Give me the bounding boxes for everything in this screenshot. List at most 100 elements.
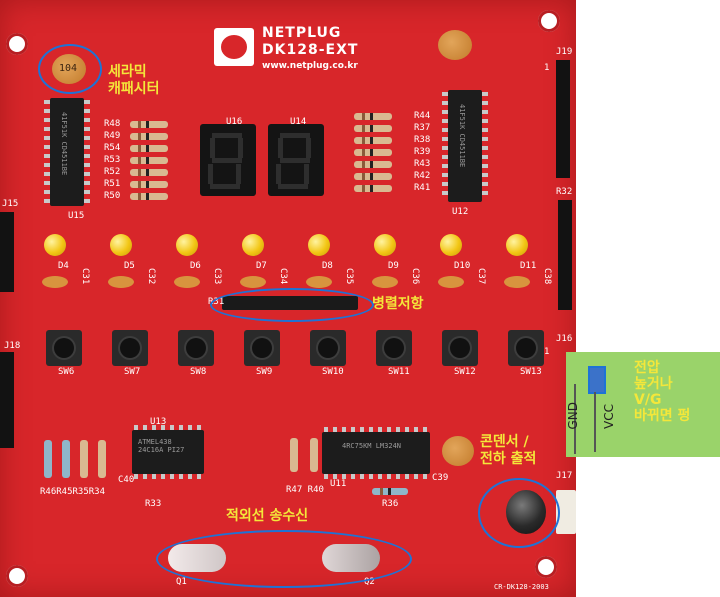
- cap-label: C31: [80, 268, 90, 285]
- resistor-r36: [372, 488, 408, 495]
- push-button: [376, 330, 412, 366]
- resistor: [354, 113, 392, 120]
- led-label: D7: [256, 261, 267, 271]
- switch-label: SW12: [454, 367, 476, 377]
- label-j17: J17: [556, 471, 573, 481]
- switch-label: SW6: [58, 367, 75, 377]
- push-button-cap: [252, 338, 272, 358]
- resistor: [310, 438, 318, 472]
- resistor: [130, 157, 168, 164]
- resistor-label: R43: [414, 159, 431, 169]
- yellow-led: [308, 234, 330, 256]
- resistor-label: R53: [104, 155, 121, 165]
- resistor: [354, 137, 392, 144]
- resistor: [130, 145, 168, 152]
- pin-one-marker: 1: [544, 347, 550, 357]
- resistor: [98, 440, 106, 478]
- led-label: D6: [190, 261, 201, 271]
- label-j19: J19: [556, 47, 573, 57]
- ceramic-capacitor: [438, 30, 472, 60]
- label-c39: C39: [432, 473, 449, 483]
- yellow-led: [44, 234, 66, 256]
- vcc-label: VCC: [602, 404, 616, 429]
- label-j18: J18: [4, 341, 21, 351]
- chip-marking: ATMEL438 24C16A PI27: [138, 438, 185, 455]
- ic-pins: [44, 100, 50, 204]
- label-r47-r40: R47 R40: [286, 485, 324, 495]
- annotation-parallel-resistor: 병렬저항: [372, 296, 424, 312]
- ceramic-capacitor: [372, 276, 398, 288]
- seven-segment-display-u14: [268, 124, 324, 196]
- cap-label: C33: [212, 268, 222, 285]
- voltage-warning-panel: GND VCC 전압 높거나 V/G 바뀌면 펑: [566, 352, 720, 457]
- cap-label: C36: [410, 268, 420, 285]
- resistor-label: R49: [104, 131, 121, 141]
- annotation-ceramic-capacitor: 세라믹 캐패시터: [108, 64, 160, 97]
- switch-label: SW7: [124, 367, 141, 377]
- label-u13: U13: [150, 417, 167, 427]
- label-r33: R33: [145, 499, 162, 509]
- pin-header-j18: [0, 352, 14, 448]
- board-revision: CR-DK128-2003: [494, 583, 549, 591]
- label-r36: R36: [382, 499, 399, 509]
- resistor: [354, 125, 392, 132]
- label-u16: U16: [226, 117, 243, 127]
- push-button-cap: [384, 338, 404, 358]
- annotation-ring-infrared: [156, 530, 412, 588]
- cap-label: C35: [344, 268, 354, 285]
- resistor-label: R41: [414, 183, 431, 193]
- ceramic-capacitor: [306, 276, 332, 288]
- ceramic-capacitor: [42, 276, 68, 288]
- annotation-condenser: 콘덴서 / 전하 출적: [480, 434, 537, 467]
- ic-pins: [324, 474, 428, 479]
- cap-label: C38: [542, 268, 552, 285]
- ic-pins: [134, 425, 202, 430]
- led-label: D8: [322, 261, 333, 271]
- push-button: [442, 330, 478, 366]
- ic-pins: [84, 100, 90, 204]
- mounting-hole: [6, 33, 28, 55]
- lead-line: [574, 384, 576, 454]
- resistor: [354, 173, 392, 180]
- label-q1: Q1: [176, 577, 187, 587]
- switch-label: SW8: [190, 367, 207, 377]
- cap-label: C32: [146, 268, 156, 285]
- annotation-infrared: 적외선 송수신: [226, 508, 309, 524]
- chip-marking: 4RC75KM LM324N: [342, 442, 402, 450]
- ic-pins: [134, 474, 202, 479]
- resistor: [354, 149, 392, 156]
- ceramic-capacitor: [504, 276, 530, 288]
- push-button-cap: [54, 338, 74, 358]
- label-u15: U15: [68, 211, 85, 221]
- label-u14: U14: [290, 117, 307, 127]
- yellow-led: [176, 234, 198, 256]
- resistor-label: R42: [414, 171, 431, 181]
- ic-pins: [324, 427, 428, 432]
- ic-u13: ATMEL438 24C16A PI27: [132, 430, 204, 474]
- resistor-label: R52: [104, 167, 121, 177]
- gnd-label: GND: [566, 402, 580, 430]
- brand-name: NETPLUG: [262, 25, 342, 41]
- annotation-ring-parallel: [210, 288, 374, 322]
- annotation-ring-ceramic: [38, 44, 102, 94]
- led-label: D4: [58, 261, 69, 271]
- resistor: [290, 438, 298, 472]
- push-button: [178, 330, 214, 366]
- push-button: [508, 330, 544, 366]
- netplug-logo: [214, 28, 254, 66]
- pin-one-marker: 1: [544, 63, 550, 73]
- pin-header-j19: [556, 60, 570, 178]
- board-model: DK128-EXT: [262, 42, 359, 58]
- label-j15: J15: [2, 199, 19, 209]
- ic-u11: 4RC75KM LM324N: [322, 432, 430, 474]
- push-button: [112, 330, 148, 366]
- resistor: [354, 185, 392, 192]
- resistor-label: R38: [414, 135, 431, 145]
- connector-j17: [556, 490, 576, 534]
- board-url: www.netplug.co.kr: [262, 61, 358, 71]
- ic-u15: 41F51K CD4511BE: [50, 98, 84, 206]
- yellow-led: [110, 234, 132, 256]
- ceramic-capacitor: [438, 276, 464, 288]
- resistor: [44, 440, 52, 478]
- label-r46-r45-r35-r34: R46R45R35R34: [40, 487, 106, 497]
